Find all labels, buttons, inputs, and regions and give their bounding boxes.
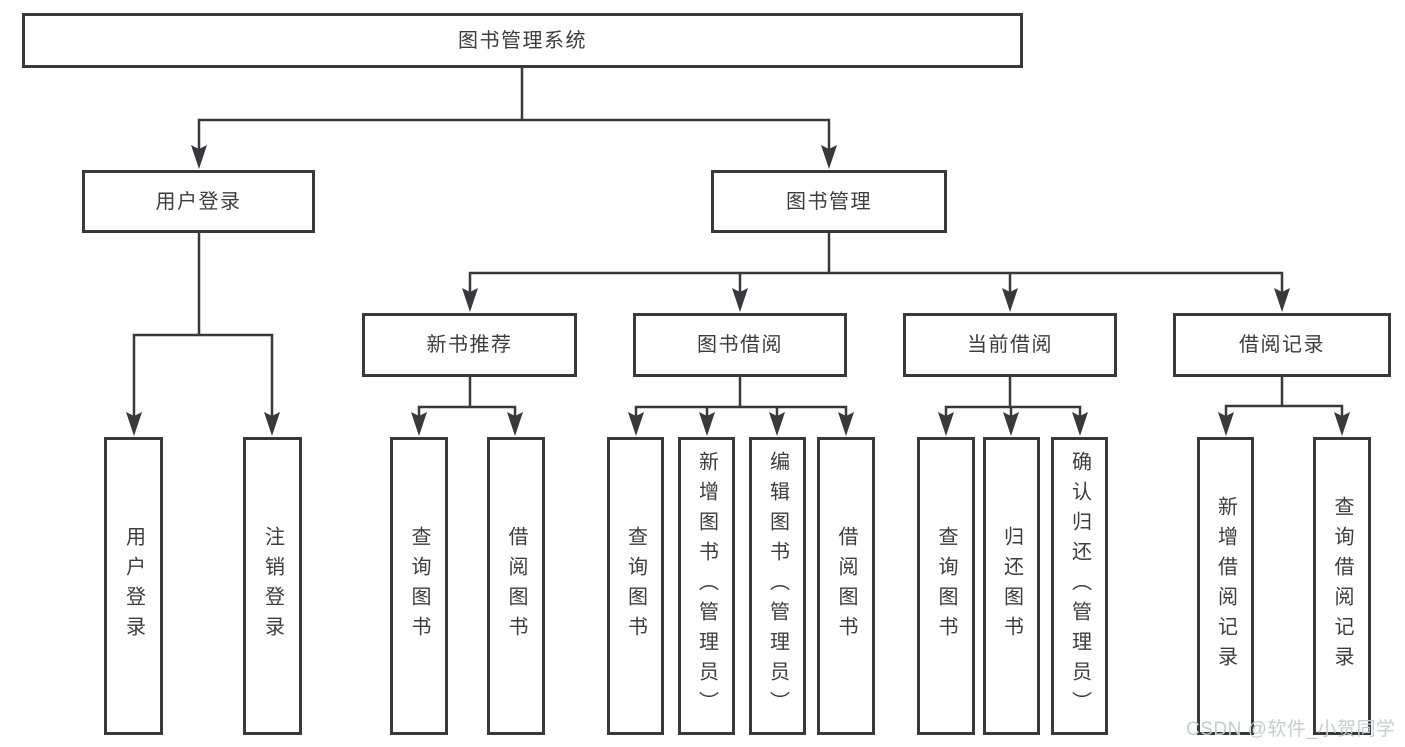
node-label: 图书管理	[786, 190, 872, 213]
leaf-label: 查询图书	[935, 526, 957, 646]
leaf-label: 归还图书	[1000, 526, 1023, 646]
leaf-user-login: 用户登录	[104, 437, 163, 735]
node-label: 图书管理系统	[458, 29, 587, 52]
leaf-query-borrow-record: 查询借阅记录	[1313, 437, 1371, 735]
leaf-borrow-books-recommend: 借阅图书	[487, 437, 545, 735]
node-new-book-recommendation: 新书推荐	[362, 313, 577, 377]
node-user-login: 用户登录	[82, 170, 315, 233]
leaf-query-books-borrowing: 查询图书	[607, 437, 664, 735]
leaf-query-books-recommend: 查询图书	[390, 437, 448, 735]
leaf-label: 查询借阅记录	[1331, 496, 1353, 676]
node-book-borrowing: 图书借阅	[633, 313, 847, 377]
node-label: 用户登录	[155, 190, 242, 213]
leaf-edit-book-admin: 编辑图书（管理员）	[749, 437, 806, 735]
leaf-borrow-books-borrowing: 借阅图书	[817, 437, 875, 735]
node-label: 图书借阅	[697, 334, 783, 356]
leaf-label: 借阅图书	[505, 526, 527, 646]
leaf-add-book-admin: 新增图书（管理员）	[678, 437, 735, 735]
leaf-label: 编辑图书（管理员）	[766, 451, 789, 721]
leaf-label: 查询图书	[408, 526, 430, 646]
leaf-label: 新增借阅记录	[1214, 496, 1237, 676]
leaf-label: 注销登录	[261, 526, 284, 646]
node-borrowing-records: 借阅记录	[1173, 313, 1391, 377]
leaf-label: 新增图书（管理员）	[695, 451, 718, 721]
leaf-label: 查询图书	[624, 526, 647, 646]
leaf-query-books-current: 查询图书	[917, 437, 975, 735]
node-current-borrowing: 当前借阅	[903, 313, 1117, 377]
leaf-label: 借阅图书	[835, 526, 857, 646]
csdn-watermark: CSDN @软件_小贺同学	[1186, 719, 1396, 740]
node-label: 借阅记录	[1239, 334, 1325, 356]
leaf-return-books: 归还图书	[983, 437, 1040, 735]
node-book-management: 图书管理	[711, 170, 947, 233]
node-label: 新书推荐	[426, 334, 513, 356]
leaf-label: 用户登录	[122, 526, 145, 646]
arrowheads	[126, 145, 1350, 436]
leaf-confirm-return-admin: 确认归还（管理员）	[1051, 437, 1108, 735]
leaf-logout: 注销登录	[243, 437, 302, 735]
leaf-add-borrow-record: 新增借阅记录	[1197, 437, 1254, 735]
node-label: 当前借阅	[967, 334, 1053, 356]
node-library-management-system: 图书管理系统	[22, 13, 1023, 68]
leaf-label: 确认归还（管理员）	[1068, 451, 1091, 721]
